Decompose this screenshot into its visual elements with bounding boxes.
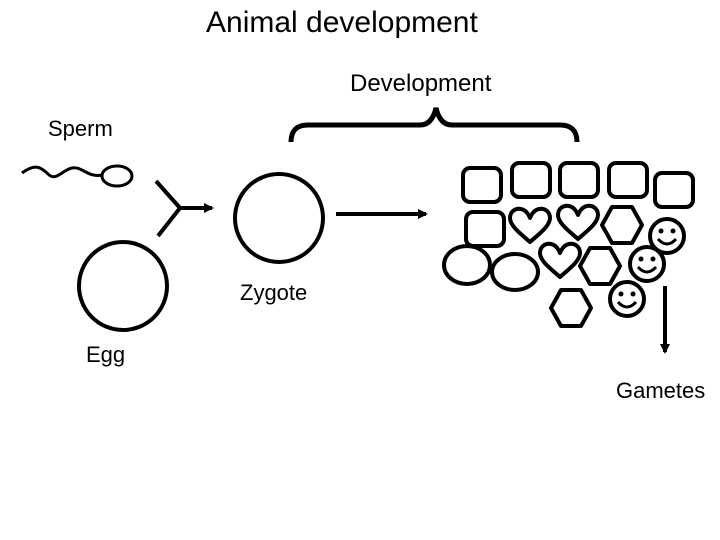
cell-hexagon: [551, 290, 591, 326]
cell-heart: [558, 206, 598, 239]
cell-cluster: [444, 163, 693, 326]
zygote-icon: [235, 174, 323, 262]
cell-heart: [540, 244, 580, 277]
cell-square: [609, 163, 647, 197]
cell-ellipse: [444, 246, 490, 284]
cell-heart: [510, 209, 550, 242]
sperm-icon: [22, 166, 132, 186]
cell-hexagon: [602, 207, 642, 243]
cell-square: [512, 163, 550, 197]
egg-icon: [79, 242, 167, 330]
cell-smiley: [610, 282, 644, 316]
cell-hexagon: [580, 248, 620, 284]
cell-square: [655, 173, 693, 207]
cell-square: [463, 168, 501, 202]
cell-square: [466, 212, 504, 246]
cell-square: [560, 163, 598, 197]
cell-ellipse: [492, 254, 538, 290]
fertilization-arrow: [156, 181, 212, 236]
development-brace: [291, 108, 577, 142]
cell-smiley: [630, 247, 664, 281]
